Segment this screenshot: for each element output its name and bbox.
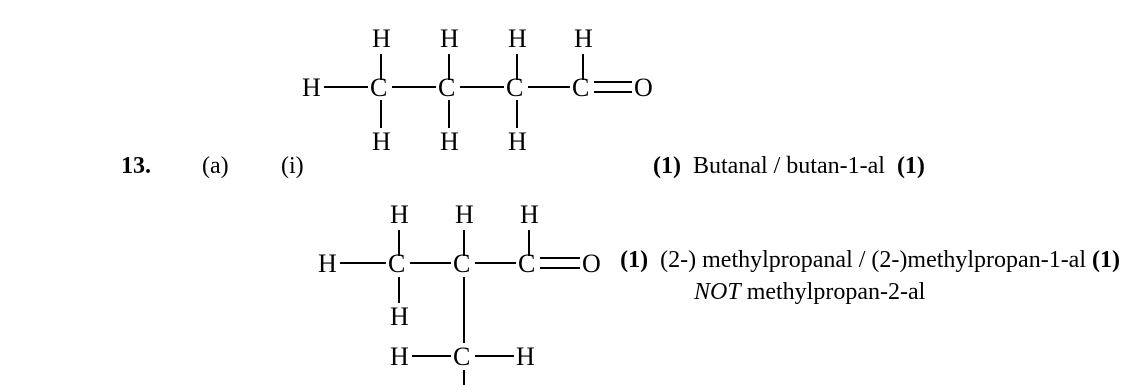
answer-1-mark: (1) bbox=[896, 153, 925, 179]
atom-h: H bbox=[390, 200, 409, 229]
answer-2-text: (2-) methylpropanal / (2-)methylpropan-1… bbox=[660, 247, 1087, 273]
atom-h: H bbox=[455, 200, 474, 229]
atom-h: H bbox=[372, 127, 391, 156]
atom-h: H bbox=[390, 342, 409, 371]
answer-1: (1) Butanal / butan-1-al (1) bbox=[653, 154, 925, 178]
note-prefix: NOT bbox=[694, 279, 741, 305]
atom-c: C bbox=[518, 249, 535, 278]
atom-h: H bbox=[302, 73, 321, 102]
answer-2: (1) (2-) methylpropanal / (2-)methylprop… bbox=[620, 248, 1120, 272]
answer-1-text: Butanal / butan-1-al bbox=[692, 153, 885, 179]
atom-c: C bbox=[438, 73, 455, 102]
answer-2-leading-mark: (1) bbox=[620, 247, 649, 273]
question-subpart: (i) bbox=[281, 153, 304, 179]
atom-h: H bbox=[440, 127, 459, 156]
question-part: (a) bbox=[202, 153, 229, 179]
atom-h: H bbox=[440, 24, 459, 53]
atom-c: C bbox=[370, 73, 387, 102]
question-number: 13. bbox=[121, 153, 151, 179]
note-text: methylpropan-2-al bbox=[740, 279, 926, 305]
atom-o: O bbox=[582, 249, 601, 278]
atom-h: H bbox=[508, 127, 527, 156]
answer-note: NOT methylpropan-2-al bbox=[694, 280, 925, 304]
atom-h: H bbox=[520, 200, 539, 229]
atom-h: H bbox=[390, 302, 409, 331]
atom-c: C bbox=[453, 249, 470, 278]
answer-1-leading-mark: (1) bbox=[653, 153, 681, 179]
atom-h: H bbox=[508, 24, 527, 53]
atom-c: C bbox=[572, 73, 589, 102]
atom-h: H bbox=[372, 24, 391, 53]
atom-c: C bbox=[388, 249, 405, 278]
atom-c: C bbox=[453, 342, 470, 371]
atom-c: C bbox=[506, 73, 523, 102]
atom-h: H bbox=[574, 24, 593, 53]
atom-o: O bbox=[634, 73, 653, 102]
atom-h: H bbox=[516, 342, 535, 371]
answer-2-mark: (1) bbox=[1092, 247, 1120, 273]
atom-h: H bbox=[318, 249, 337, 278]
